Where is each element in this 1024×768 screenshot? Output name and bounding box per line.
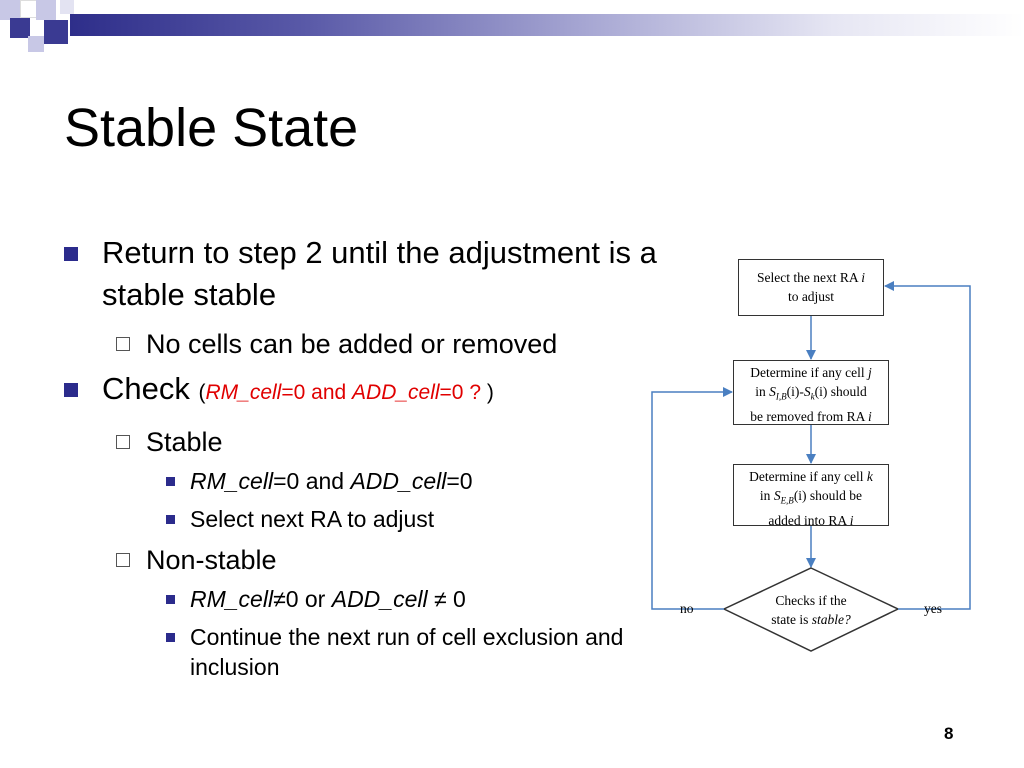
- decoration-square: [36, 0, 56, 20]
- sub-bullet-text: Stable: [146, 427, 223, 457]
- box-var: i: [861, 270, 865, 285]
- set-symbol: S: [769, 384, 776, 399]
- nonstable-action-item: Continue the next run of cell exclusion …: [62, 622, 670, 682]
- rm-cell-var: RM_cell: [190, 586, 274, 612]
- rm-cell-var: RM_cell: [205, 381, 282, 404]
- decoration-gradient-bar: [70, 14, 1024, 36]
- box-var: k: [866, 469, 873, 484]
- decision-line: state is: [771, 612, 812, 627]
- small-square-bullet-icon: [166, 477, 175, 486]
- decoration-square: [60, 0, 74, 14]
- box-var: j: [867, 365, 872, 380]
- paren-open: (: [198, 381, 206, 404]
- text-fragment: ≠0 or: [273, 586, 332, 612]
- add-cell-var: ADD_cell: [352, 381, 440, 404]
- sub-bullet-no-cells: No cells can be added or removed: [62, 326, 682, 362]
- decoration-square: [28, 36, 44, 52]
- rm-cell-var: RM_cell: [190, 468, 274, 494]
- add-cell-var: ADD_cell: [350, 468, 447, 494]
- paren-close: ): [486, 381, 494, 404]
- small-square-bullet-icon: [166, 515, 175, 524]
- flow-box-select-ra: Select the next RA i to adjust: [738, 259, 884, 316]
- text-fragment: =0: [446, 468, 473, 494]
- box-text: be removed from RA: [750, 408, 868, 424]
- box-text: added into RA: [768, 512, 850, 528]
- set-subscript: k: [810, 391, 815, 402]
- decoration-square: [44, 20, 68, 44]
- yes-loop-connector: [884, 281, 971, 610]
- box-var: i: [849, 512, 854, 528]
- box-text: to adjust: [787, 289, 835, 304]
- hollow-square-bullet-icon: [116, 435, 130, 449]
- box-text: Determine if any cell: [749, 469, 867, 484]
- sub-bullet-non-stable: Non-stable: [62, 542, 682, 578]
- square-bullet-icon: [64, 383, 78, 397]
- box-text: in: [759, 488, 774, 503]
- decision-var: stable?: [811, 612, 851, 627]
- title-decoration: [0, 0, 1024, 52]
- set-symbol: S: [803, 384, 811, 399]
- box-text: (i) should be: [793, 488, 863, 503]
- small-square-bullet-icon: [166, 633, 175, 642]
- nonstable-condition-item: RM_cell≠0 or ADD_cell ≠ 0: [62, 584, 682, 614]
- set-symbol: S: [773, 488, 781, 503]
- box-var: i: [867, 408, 872, 424]
- box-text: Determine if any cell: [750, 365, 868, 380]
- decoration-square: [0, 0, 20, 20]
- decision-diamond: [722, 567, 900, 652]
- slide-title: Stable State: [64, 98, 359, 158]
- yes-label: yes: [924, 601, 942, 616]
- sub-bullet-stable: Stable: [62, 424, 682, 460]
- small-square-bullet-icon: [166, 595, 175, 604]
- hollow-square-bullet-icon: [116, 553, 130, 567]
- box-text: (i) should: [814, 384, 867, 399]
- check-eq-q-text: =0 ?: [439, 381, 482, 404]
- flow-box-add-cell: Determine if any cell k in SE,B(i) shoul…: [733, 464, 889, 528]
- item-text: Continue the next run of cell exclusion …: [190, 624, 624, 680]
- decision-text: Checks if the state is stable?: [751, 591, 871, 629]
- decision-line: Checks if the: [775, 593, 847, 608]
- stable-action-item: Select next RA to adjust: [62, 504, 682, 534]
- set-subscript: E,B: [780, 495, 794, 506]
- slide-body: Return to step 2 until the adjustment is…: [62, 232, 682, 690]
- stable-condition-item: RM_cell=0 and ADD_cell=0: [62, 466, 682, 496]
- square-bullet-icon: [64, 247, 78, 261]
- no-label: no: [680, 601, 694, 616]
- set-subscript: I,B: [775, 391, 787, 402]
- page-number: 8: [944, 724, 954, 743]
- sub-bullet-text: No cells can be added or removed: [146, 329, 558, 359]
- flow-box-remove-cell: Determine if any cell j in SI,B(i)-Sk(i)…: [733, 360, 889, 425]
- text-fragment: =0 and: [273, 468, 351, 494]
- text-fragment: ≠ 0: [427, 586, 466, 612]
- hollow-square-bullet-icon: [116, 337, 130, 351]
- bullet-check-label: Check: [102, 371, 190, 406]
- check-eq-text: =0 and: [281, 381, 353, 404]
- box-text: (i)-: [786, 384, 804, 399]
- sub-bullet-text: Non-stable: [146, 545, 277, 575]
- bullet-return-to-step: Return to step 2 until the adjustment is…: [62, 232, 682, 316]
- box-text: in: [755, 384, 770, 399]
- bullet-check: Check (RM_cell=0 and ADD_cell=0 ? ): [62, 368, 682, 414]
- item-text: Select next RA to adjust: [190, 506, 435, 532]
- decoration-square: [10, 18, 30, 38]
- no-loop-connector: [651, 387, 733, 610]
- check-condition: (RM_cell=0 and ADD_cell=0 ? ): [199, 381, 494, 404]
- add-cell-var: ADD_cell: [331, 586, 428, 612]
- box-text: Select the next RA: [757, 270, 862, 285]
- bullet-text: Return to step 2 until the adjustment is…: [102, 235, 657, 312]
